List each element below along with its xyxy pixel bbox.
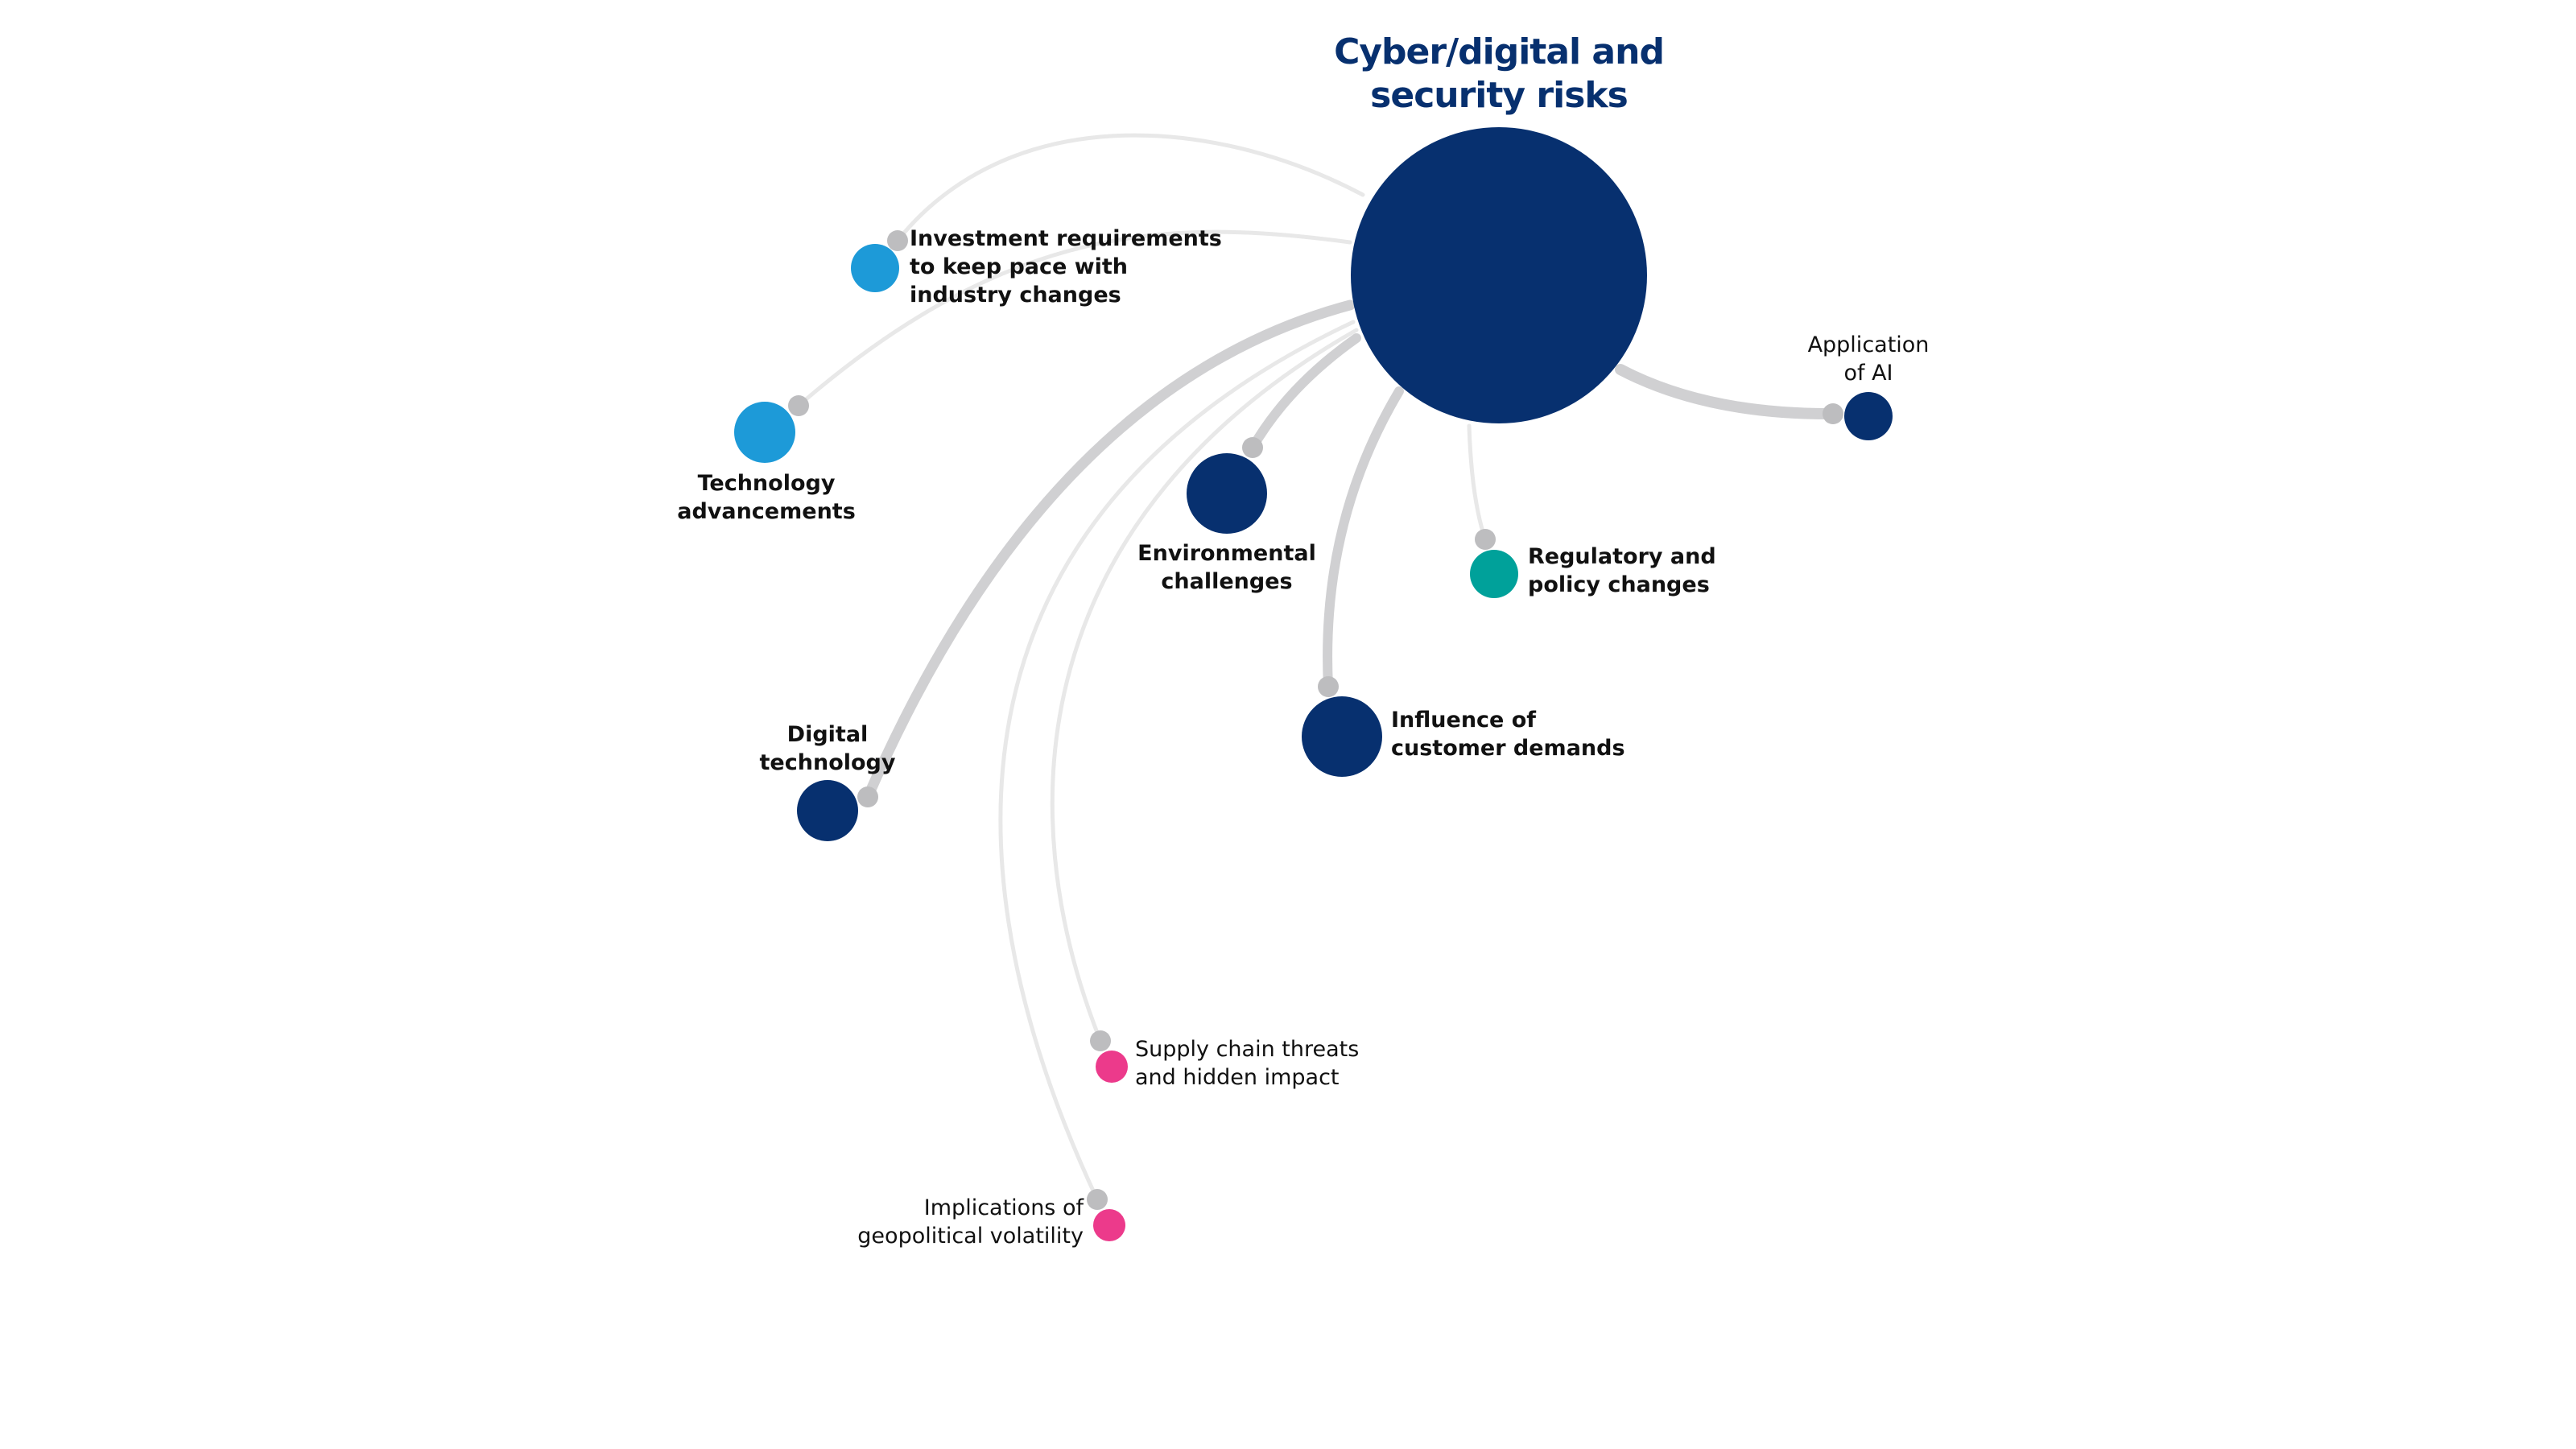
endpoint-investment (887, 230, 908, 251)
endpoint-customer (1318, 676, 1339, 697)
node-environmental (1187, 453, 1267, 534)
node-geopolitical (1093, 1209, 1125, 1241)
title-line: security risks (1370, 75, 1629, 116)
label-line: advancements (677, 499, 856, 524)
label-digital: Digital technology (760, 720, 896, 777)
label-technology: Technology advancements (677, 469, 856, 526)
node-supply (1096, 1051, 1128, 1083)
label-line: Regulatory and (1528, 544, 1716, 569)
node-technology (734, 402, 795, 463)
label-environmental: Environmental challenges (1137, 539, 1316, 596)
label-line: policy changes (1528, 572, 1710, 597)
label-line: geopolitical volatility (857, 1224, 1084, 1249)
connector-investment (895, 133, 1365, 243)
label-line: Digital (786, 722, 869, 747)
endpoint-regulatory (1475, 529, 1496, 550)
label-line: challenges (1161, 569, 1293, 594)
connector-customer (1323, 386, 1404, 691)
endpoint-digital (857, 786, 878, 807)
label-line: Application (1807, 332, 1930, 357)
connector-environmental (1248, 333, 1361, 452)
node-investment (851, 244, 899, 292)
node-regulatory (1470, 550, 1518, 598)
label-line: Environmental (1137, 541, 1316, 566)
central-node-cyber-risks (1351, 127, 1647, 423)
label-line: to keep pace with (910, 254, 1129, 279)
label-line: customer demands (1391, 736, 1625, 761)
label-line: Investment requirements (910, 226, 1222, 251)
label-line: and hidden impact (1135, 1065, 1340, 1090)
node-ai (1844, 392, 1893, 440)
label-customer: Influence of customer demands (1391, 706, 1625, 762)
label-investment: Investment requirements to keep pace wit… (910, 225, 1222, 309)
label-line: technology (759, 750, 896, 775)
node-customer (1302, 696, 1382, 777)
endpoint-geopolitical (1087, 1189, 1108, 1210)
endpoint-environmental (1242, 437, 1263, 458)
label-ai: Application of AI (1808, 331, 1930, 387)
endpoint-ai (1823, 403, 1843, 424)
connector-regulatory (1467, 423, 1488, 542)
central-title: Cyber/digital and security risks (1257, 31, 1740, 118)
endpoint-technology (788, 395, 809, 416)
label-line: Technology (697, 471, 836, 496)
endpoint-supply (1090, 1030, 1111, 1051)
connector-supply (1050, 328, 1359, 1043)
connector-technology (796, 229, 1352, 408)
title-line: Cyber/digital and (1334, 31, 1665, 72)
label-line: Implications of (923, 1195, 1084, 1220)
label-line: Supply chain threats (1135, 1037, 1360, 1062)
connector-geopolitical (998, 320, 1356, 1202)
label-geopolitical: Implications of geopolitical volatility (857, 1194, 1084, 1250)
connector-digital (862, 299, 1356, 803)
label-regulatory: Regulatory and policy changes (1528, 543, 1716, 599)
node-digital (797, 780, 858, 841)
label-supply: Supply chain threats and hidden impact (1135, 1035, 1359, 1092)
label-line: industry changes (910, 283, 1121, 308)
connector-ai (1615, 364, 1839, 420)
label-line: of AI (1843, 361, 1893, 386)
label-line: Influence of (1391, 708, 1537, 733)
